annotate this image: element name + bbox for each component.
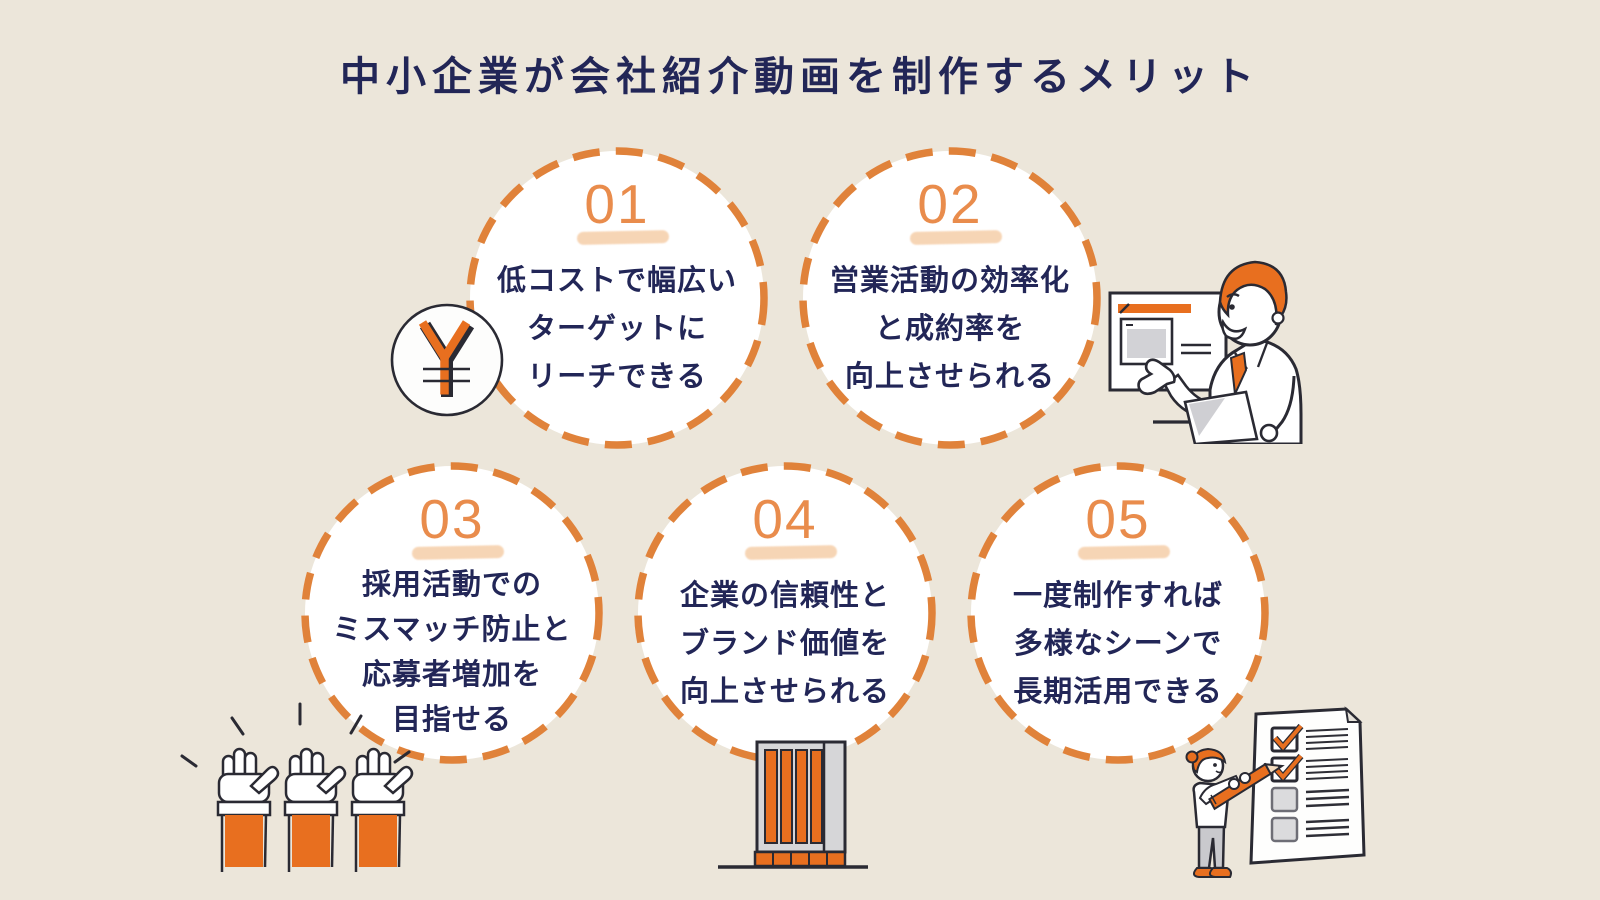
presenter-illustration (1108, 260, 1303, 444)
benefit-circle-3: 03 採用活動での ミスマッチ防止と 応募者増加を 目指せる (301, 462, 603, 764)
dashed-ring (466, 147, 768, 449)
benefit-line: 低コストで幅広い (496, 265, 737, 297)
benefit-number: 03 (419, 488, 485, 550)
benefit-circle-1: 01 低コストで幅広い ターゲットに リーチできる (466, 147, 768, 449)
benefit-text: 採用活動での ミスマッチ防止と 応募者増加を 目指せる (301, 563, 603, 743)
benefit-number: 01 (584, 173, 650, 235)
benefit-line: 採用活動での (361, 569, 542, 601)
benefit-text: 営業活動の効率化 と成約率を 向上させられる (799, 257, 1101, 401)
building-icon (718, 740, 868, 869)
dashed-ring (967, 462, 1269, 764)
dashed-ring (301, 462, 603, 764)
raised-hands-icon (180, 702, 414, 872)
benefit-line: 一度制作すれば (1012, 580, 1223, 612)
dashed-ring (799, 147, 1101, 449)
benefit-text: 一度制作すれば 多様なシーンで 長期活用できる (967, 572, 1269, 716)
benefit-number: 04 (752, 488, 818, 550)
page-title: 中小企業が会社紹介動画を制作するメリット (340, 55, 1260, 99)
benefit-line: 目指せる (391, 704, 512, 736)
benefit-line: 営業活動の効率化 (829, 265, 1070, 297)
benefit-circle-5: 05 一度制作すれば 多様なシーンで 長期活用できる (967, 462, 1269, 764)
benefit-line: ブランド価値を (679, 628, 890, 660)
benefit-line: と成約率を (874, 313, 1025, 345)
benefit-text: 低コストで幅広い ターゲットに リーチできる (466, 257, 768, 401)
benefit-line: 向上させられる (844, 361, 1055, 393)
benefit-line: ミスマッチ防止と (332, 614, 572, 646)
benefit-line: ターゲットに (526, 313, 707, 345)
yen-coin-icon (390, 303, 504, 417)
benefit-line: 長期活用できる (1013, 676, 1223, 708)
benefit-line: 向上させられる (679, 676, 890, 708)
benefit-text: 企業の信頼性と ブランド価値を 向上させられる (634, 572, 936, 716)
benefit-line: 企業の信頼性と (679, 580, 890, 612)
benefit-line: 多様なシーンで (1013, 628, 1223, 660)
benefit-circle-2: 02 営業活動の効率化 と成約率を 向上させられる (799, 147, 1101, 449)
benefit-line: リーチできる (527, 361, 707, 393)
checklist-person-illustration (1185, 706, 1366, 878)
benefit-number: 05 (1085, 488, 1151, 550)
benefit-line: 応募者増加を (361, 659, 542, 691)
benefit-number: 02 (917, 173, 983, 235)
benefit-circle-4: 04 企業の信頼性と ブランド価値を 向上させられる (634, 462, 936, 764)
